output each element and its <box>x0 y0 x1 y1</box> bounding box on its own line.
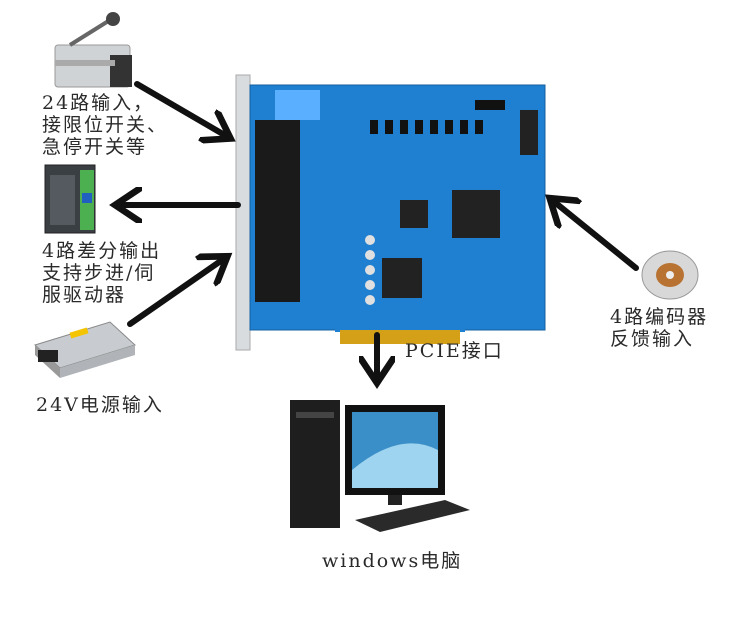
arrow-inputs <box>134 81 228 137</box>
db-connector <box>255 120 300 302</box>
inputs-line-2: 接限位开关、 <box>42 114 169 136</box>
encoder-line-2: 反馈输入 <box>610 328 695 350</box>
inputs-line-1: 24路输入， <box>42 92 155 114</box>
outputs-label: 4路差分输出 支持步进/伺 服驱动器 <box>42 240 161 306</box>
inputs-label: 24路输入， 接限位开关、 急停开关等 <box>42 92 168 158</box>
arrow-power <box>127 258 225 327</box>
outputs-line-3: 服驱动器 <box>42 284 127 306</box>
stepper-driver-image <box>44 164 96 234</box>
power-supply-image <box>34 321 136 378</box>
arrow-encoder <box>552 200 639 271</box>
pcie-motion-card <box>235 74 546 351</box>
connection-arrows <box>118 81 639 380</box>
encoder-line-1: 4路编码器 <box>610 306 709 328</box>
encoder-label: 4路编码器 反馈输入 <box>610 306 708 350</box>
outputs-line-2: 支持步进/伺 <box>42 262 156 284</box>
limit-switch-image <box>54 12 132 88</box>
pcie-label: PCIE接口 <box>405 340 504 362</box>
inputs-line-3: 急停开关等 <box>42 136 148 158</box>
encoder-image <box>641 250 699 300</box>
computer-label: windows电脑 <box>322 550 463 572</box>
power-label: 24V电源输入 <box>36 394 164 416</box>
outputs-line-1: 4路差分输出 <box>42 240 162 262</box>
computer-image <box>290 400 470 532</box>
